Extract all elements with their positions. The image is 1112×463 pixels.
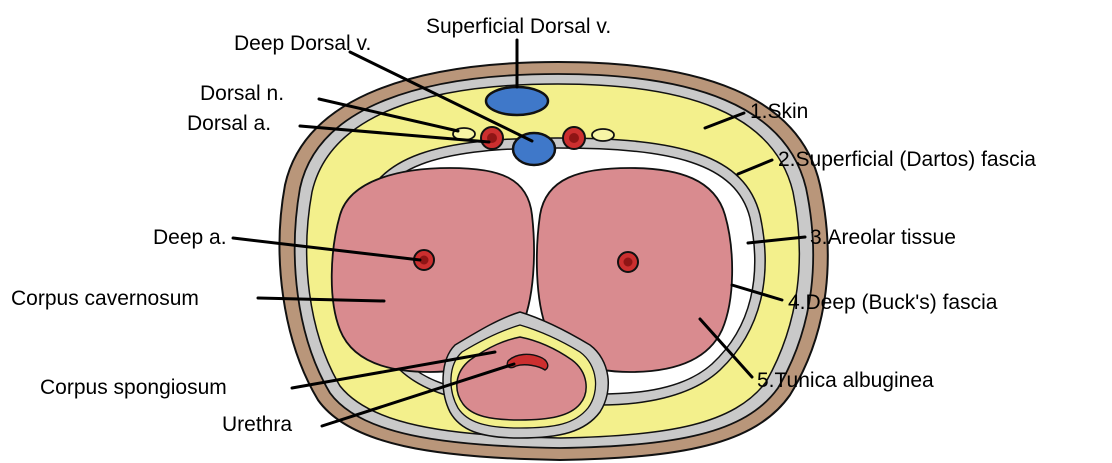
label-dartos-fascia: 2.Superficial (Dartos) fascia — [778, 148, 1036, 171]
label-dorsal-n: Dorsal n. — [200, 82, 284, 105]
deep-dorsal-vein — [513, 133, 555, 165]
superficial-dorsal-vein — [486, 87, 548, 115]
label-skin: 1.Skin — [750, 100, 808, 123]
label-areolar-tissue: 3.Areolar tissue — [810, 226, 956, 249]
deep-artery-right-lumen — [624, 258, 633, 267]
label-dorsal-a: Dorsal a. — [187, 112, 271, 135]
label-deep-a: Deep a. — [153, 226, 227, 249]
label-tunica-albuginea: 5.Tunica albuginea — [757, 369, 934, 392]
label-superficial-dorsal-v: Superficial Dorsal v. — [426, 15, 611, 38]
label-corpus-cavernosum: Corpus cavernosum — [11, 287, 199, 310]
label-urethra: Urethra — [222, 413, 292, 436]
dorsal-artery-right-lumen — [569, 133, 579, 143]
label-deep-dorsal-v: Deep Dorsal v. — [234, 32, 371, 55]
label-corpus-spongiosum: Corpus spongiosum — [40, 376, 227, 399]
label-bucks-fascia: 4.Deep (Buck's) fascia — [788, 291, 998, 314]
dorsal-nerve-right — [592, 129, 614, 141]
